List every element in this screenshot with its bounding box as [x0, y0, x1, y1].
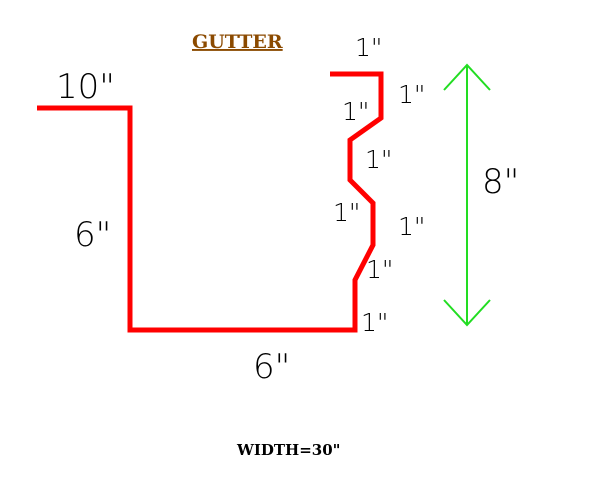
back-height-label: 6" [74, 215, 111, 255]
front-label-a: 1" [398, 80, 425, 109]
front-label-d: 1" [333, 198, 360, 227]
front-label-b: 1" [342, 97, 369, 126]
height-label: 8" [482, 162, 519, 202]
front-top-label: 1" [355, 33, 382, 62]
back-flange-label: 10" [56, 67, 115, 107]
front-label-e: 1" [398, 212, 425, 241]
front-label-g: 1" [361, 308, 388, 337]
height-dimension-arrow [443, 63, 491, 327]
front-label-c: 1" [365, 145, 392, 174]
front-label-f: 1" [366, 255, 393, 284]
gutter-profile [37, 71, 384, 333]
diagram-title: GUTTER [192, 31, 283, 53]
bottom-width-label: 6" [253, 347, 290, 387]
width-footer: WIDTH=30" [236, 441, 340, 459]
